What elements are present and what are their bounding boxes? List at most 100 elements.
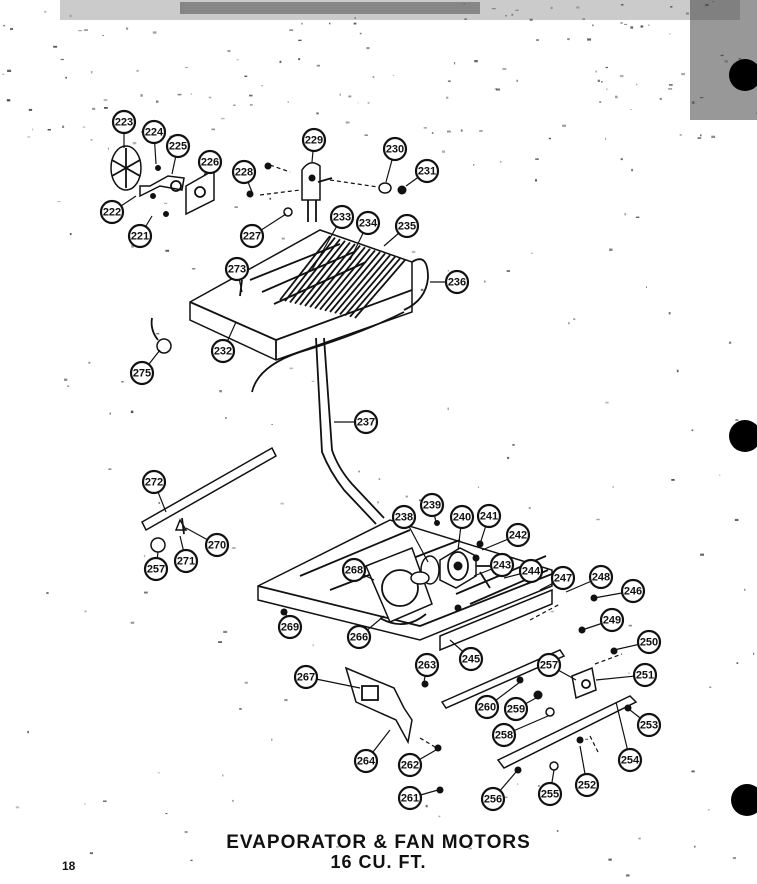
scan-speck xyxy=(517,783,519,785)
scan-speck xyxy=(423,127,427,129)
callout-circle xyxy=(111,109,137,135)
callout-circle xyxy=(617,747,643,773)
callout-number: 243 xyxy=(493,560,511,572)
scan-speck xyxy=(28,108,33,111)
callout-circle xyxy=(458,646,484,672)
washer-part xyxy=(150,537,166,553)
scan-speck xyxy=(367,101,370,104)
scan-speck xyxy=(631,168,633,172)
scan-speck xyxy=(357,102,359,104)
part-callout-231: 231 xyxy=(414,158,440,184)
part-callout-237: 237 xyxy=(353,409,379,435)
bracket-264-part xyxy=(344,666,413,745)
scan-speck xyxy=(298,39,302,41)
scan-speck xyxy=(219,390,222,393)
scan-speck xyxy=(46,592,49,594)
callout-circle xyxy=(489,552,515,578)
bracket-251-part xyxy=(571,666,597,700)
callout-circle xyxy=(503,696,529,722)
scan-speck xyxy=(736,662,739,664)
part-callout-230: 230 xyxy=(382,136,408,162)
callout-circle xyxy=(476,503,502,529)
callout-circle xyxy=(537,781,563,807)
part-callout-248: 248 xyxy=(588,564,614,590)
scan-speck xyxy=(190,93,192,95)
scan-speck xyxy=(156,100,159,103)
evaporator-fin xyxy=(329,251,381,313)
scan-speck xyxy=(734,518,739,521)
part-callout-266: 266 xyxy=(346,624,372,650)
part-callout-236: 236 xyxy=(444,269,470,295)
callout-circle xyxy=(599,607,625,633)
callout-number: 221 xyxy=(131,231,149,243)
scan-speck xyxy=(249,104,253,106)
part-callout-222: 222 xyxy=(99,199,125,225)
scan-speck xyxy=(609,248,613,251)
callout-number: 226 xyxy=(201,157,219,169)
drain-tube-part xyxy=(315,337,385,525)
callout-number: 257 xyxy=(147,564,165,576)
scan-speck xyxy=(535,179,537,182)
scan-speck xyxy=(345,121,350,124)
scan-speck xyxy=(605,66,608,69)
scan-speck xyxy=(78,30,82,32)
callout-number: 248 xyxy=(592,572,610,584)
callout-number: 252 xyxy=(578,780,596,792)
scan-speck xyxy=(425,804,428,808)
part-callout-262: 262 xyxy=(397,752,423,778)
scan-speck xyxy=(298,58,301,61)
scan-speck xyxy=(556,830,559,832)
evaporator-fin xyxy=(344,256,396,317)
scan-speck xyxy=(83,803,86,805)
punch-hole xyxy=(731,784,757,816)
scan-speck xyxy=(143,554,146,558)
callout-number: 239 xyxy=(423,500,441,512)
scan-speck xyxy=(348,95,352,98)
part-callout-223: 223 xyxy=(111,109,137,135)
punch-hole xyxy=(729,59,757,91)
callout-number: 272 xyxy=(145,477,163,489)
evaporator-fin xyxy=(324,249,376,312)
part-callout-238: 238 xyxy=(391,504,417,530)
part-callout-260: 260 xyxy=(474,694,500,720)
scan-speck xyxy=(289,29,294,31)
evaporator-fin xyxy=(314,246,366,309)
callout-circle xyxy=(301,127,327,153)
scan-speck xyxy=(438,815,441,818)
callout-number: 229 xyxy=(305,135,323,147)
scan-speck xyxy=(648,24,650,27)
scan-speck xyxy=(405,495,408,498)
scan-speck xyxy=(454,62,456,65)
scan-speck xyxy=(184,831,188,834)
callout-number: 224 xyxy=(145,127,164,139)
part-callout-233: 233 xyxy=(329,204,355,230)
part-callout-221: 221 xyxy=(127,223,153,249)
scan-speck xyxy=(512,444,515,446)
nut-part xyxy=(397,185,407,195)
scan-speck xyxy=(311,380,315,382)
scan-speck xyxy=(136,69,139,72)
callout-circle xyxy=(341,557,367,583)
cover-strip-part xyxy=(141,446,277,532)
scan-speck xyxy=(608,858,612,861)
scan-speck xyxy=(697,137,702,139)
part-callout-232: 232 xyxy=(210,338,236,364)
callout-number: 227 xyxy=(243,231,261,243)
scan-speck xyxy=(60,58,64,61)
part-callout-240: 240 xyxy=(449,504,475,530)
evaporator-fin xyxy=(349,257,401,318)
fan-blade-238-part xyxy=(410,555,440,585)
scan-speck xyxy=(157,772,160,774)
part-callout-245: 245 xyxy=(458,646,484,672)
scan-speck xyxy=(636,83,638,86)
callout-number: 271 xyxy=(177,556,195,568)
scan-speck xyxy=(659,97,662,100)
scan-speck xyxy=(694,845,696,848)
part-callout-252: 252 xyxy=(574,772,600,798)
callout-circle xyxy=(353,748,379,774)
part-callout-259: 259 xyxy=(503,696,529,722)
callout-circle xyxy=(636,712,662,738)
callout-number: 242 xyxy=(509,530,527,542)
callout-circle xyxy=(165,133,191,159)
evaporator-coil-part xyxy=(189,229,429,361)
